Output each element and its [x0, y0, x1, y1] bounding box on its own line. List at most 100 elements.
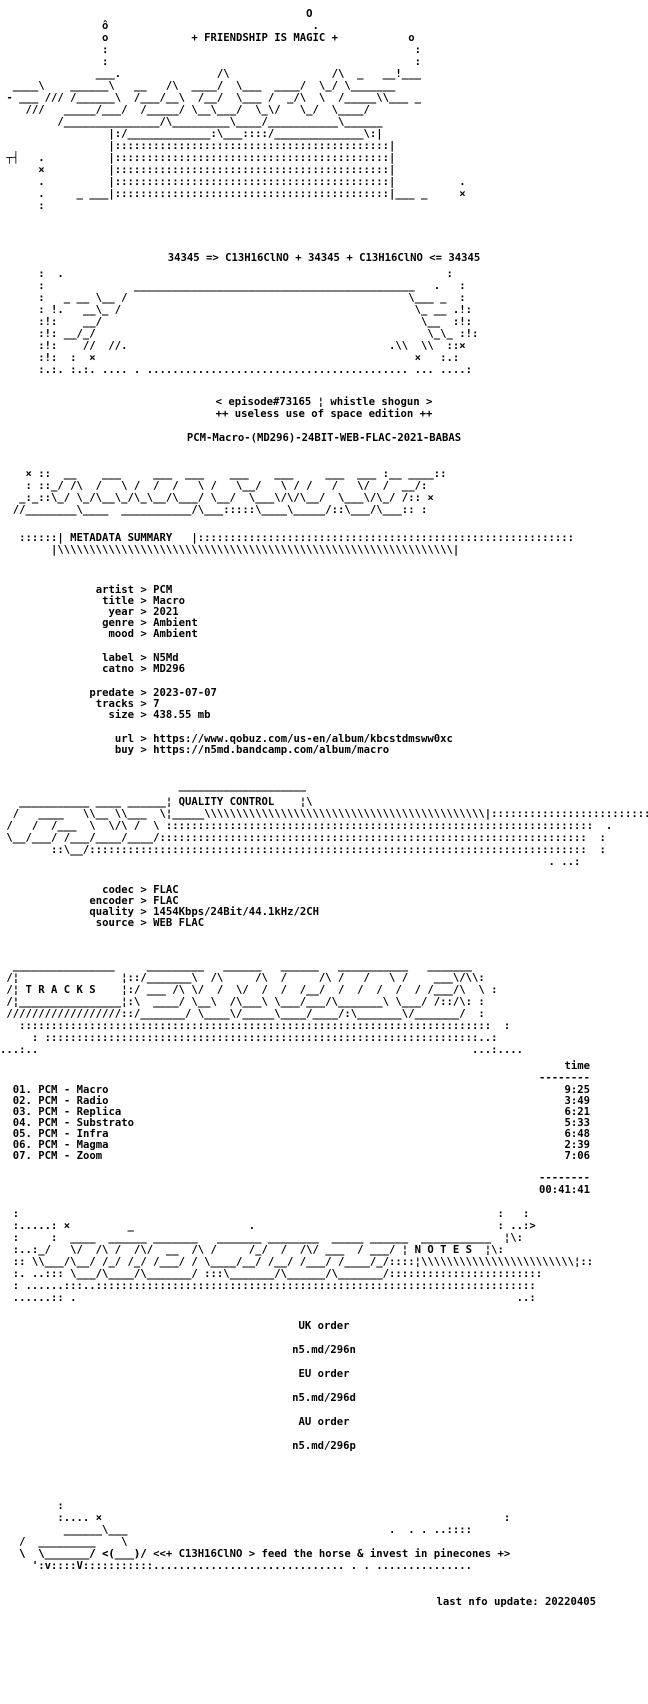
metadata-row: predate > 2023-07-07 [0, 687, 648, 699]
quality-separator: > [134, 917, 154, 929]
footer-art-line: :.... × : [0, 1512, 511, 1524]
track-title: Magma [76, 1139, 109, 1151]
header-art-bottom-line: : _ __ \__ / \___ _ : [0, 292, 466, 304]
metadata-key: url [114, 733, 134, 745]
release-name: PCM-Macro-(MD296)-24BIT-WEB-FLAC-2021-BA… [186, 432, 462, 444]
track-number: 02. [12, 1095, 32, 1107]
metadata-key: size [108, 709, 134, 721]
footer-slogan: <<+ C13H16ClNO > feed the horse & invest… [153, 1548, 511, 1560]
metadata-value: MD296 [153, 663, 186, 675]
header-art-bottom-line: : . : [0, 268, 453, 280]
quality-separator: > [134, 906, 154, 918]
header-art-line: |:::::::::::::::::::::::::::::::::::::::… [0, 140, 396, 152]
quality-banner-title-line: ___________ ____ ______¦ QUALITY CONTROL… [0, 796, 313, 808]
tracks-total: 00:41:41 [538, 1184, 590, 1196]
tracks-time-header: time [564, 1060, 590, 1072]
notes-banner-art-5: : ......:::..:::::::::::::::::::::::::::… [0, 1280, 536, 1292]
notes-banner-art-6: ......:: . ..: [0, 1292, 536, 1304]
track-artist: PCM [38, 1095, 58, 1107]
metadata-row: mood > Ambient [0, 628, 648, 640]
tracks-header-rule: -------- [538, 1072, 590, 1084]
last-update-line: last nfo update: 20220405 [0, 1596, 648, 1608]
tracks-banner-art-5: : ::::::::::::::::::::::::::::::::::::::… [0, 1032, 498, 1044]
header-art-line: : : [0, 56, 421, 68]
formula-line: 34345 => C13H16ClNO + 34345 + C13H16ClNO… [167, 252, 481, 264]
metadata-separator: > [134, 733, 154, 745]
header-art-line: . _ ___|::::::::::::::::::::::::::::::::… [0, 188, 466, 200]
header-art-line: ô . [0, 20, 319, 32]
metadata-value: Macro [153, 595, 186, 607]
metadata-banner-title: METADATA SUMMARY [70, 532, 173, 544]
track-artist: PCM [38, 1084, 58, 1096]
metadata-separator: > [134, 606, 154, 618]
metadata-value[interactable]: https://n5md.bandcamp.com/album/macro [153, 744, 390, 756]
metadata-separator: > [134, 628, 154, 640]
tracks-banner-art-4: ::::::::::::::::::::::::::::::::::::::::… [0, 1020, 511, 1032]
header-art-line: × |:::::::::::::::::::::::::::::::::::::… [0, 164, 396, 176]
notes-banner-art-1: :.....: × _ . : ..:> [0, 1220, 536, 1232]
quality-key: encoder [89, 895, 134, 907]
metadata-key: artist [95, 584, 134, 596]
track-time: 5:33 [564, 1117, 590, 1129]
metadata-value: Ambient [153, 617, 198, 629]
tracks-banner-art-3: //////////////////::/_______/ \____\/___… [0, 1008, 485, 1020]
track-number: 03. [12, 1106, 32, 1118]
metadata-separator: > [134, 663, 154, 675]
track-artist: PCM [38, 1128, 58, 1140]
footer-art-line: : [0, 1500, 64, 1512]
metadata-value: 7 [153, 698, 160, 710]
metadata-row: artist > PCM [0, 584, 648, 596]
notes-banner-art-2: : : ____ ______ _______ _______ ________… [0, 1232, 523, 1244]
metadata-banner-art-line: : ::_/ /\ / \ / / / \ / \__/ \ / / / \/ … [0, 480, 428, 492]
track-time: 6:21 [564, 1106, 590, 1118]
header-art-bottom-line: :!: __/ \__ :!: [0, 316, 472, 328]
metadata-separator: > [134, 744, 154, 756]
metadata-key: year [108, 606, 134, 618]
quality-value: FLAC [153, 895, 179, 907]
track-number: 04. [12, 1117, 32, 1129]
metadata-row: catno > MD296 [0, 663, 648, 675]
notes-line-1: UK order [298, 1320, 350, 1332]
metadata-key: genre [102, 617, 134, 629]
notes-banner-art-4: :. ..::: \___/\____/\_______/ :::\______… [0, 1268, 543, 1280]
quality-banner-art-5: ::\__/::::::::::::::::::::::::::::::::::… [0, 844, 606, 856]
metadata-value: 2023-07-07 [153, 687, 217, 699]
quality-banner-art-4: \__/___/ /___/____/____/::::::::::::::::… [0, 832, 606, 844]
header-art-line: . |:::::::::::::::::::::::::::::::::::::… [0, 176, 466, 188]
footer-art-line: ______\___ . . . ..:::: [0, 1524, 472, 1536]
header-art-line: ____\ ______\ __ /\ ____/ \___ ____/ \_/… [0, 80, 396, 92]
metadata-banner-underline: |\\\\\\\\\\\\\\\\\\\\\\\\\\\\\\\\\\\\\\\… [0, 544, 460, 556]
quality-key: quality [89, 906, 134, 918]
track-title: Zoom [76, 1150, 103, 1162]
metadata-separator: > [134, 617, 154, 629]
metadata-value[interactable]: https://www.qobuz.com/us-en/album/kbcstd… [153, 733, 453, 745]
header-art-line: O [0, 8, 313, 20]
quality-row: source > WEB FLAC [0, 917, 648, 929]
track-number: 06. [12, 1139, 32, 1151]
track-number: 05. [12, 1128, 32, 1140]
footer-art-line: / _________ \ [0, 1536, 498, 1548]
header-art-line: ___. /\ /\ _ __!___ [0, 68, 421, 80]
track-time: 9:25 [564, 1084, 590, 1096]
quality-separator: > [134, 884, 154, 896]
quality-banner-art-2: / ____ \\__ \\___ \¦_____\\\\\\\\\\\\\\\… [12, 808, 648, 820]
header-art-line: o + FRIENDSHIP IS MAGIC + o [0, 32, 415, 44]
notes-line-5: AU order [298, 1416, 350, 1428]
notes-line-6: n5.md/296p [292, 1440, 356, 1452]
metadata-key: label [102, 652, 134, 664]
metadata-row: label > N5Md [0, 652, 648, 664]
quality-key: codec [102, 884, 134, 896]
edition-line: ++ useless use of space edition ++ [215, 408, 433, 420]
metadata-banner-title-line: ::::::| METADATA SUMMARY |::::::::::::::… [0, 532, 575, 544]
metadata-value: 438.55 mb [153, 709, 211, 721]
metadata-row: genre > Ambient [0, 617, 648, 629]
track-title: Radio [76, 1095, 109, 1107]
notes-banner-art-3: :: \\___/\__/ /_/ /_/ /___/ / \____/__/ … [0, 1256, 594, 1268]
metadata-separator: > [134, 652, 154, 664]
quality-value: 1454Kbps/24Bit/44.1kHz/2CH [153, 906, 319, 918]
tracks-banner-art-1: /¦ ¦::/_______\ /\ /\ / /\ / / \ / ___\/… [0, 972, 485, 984]
